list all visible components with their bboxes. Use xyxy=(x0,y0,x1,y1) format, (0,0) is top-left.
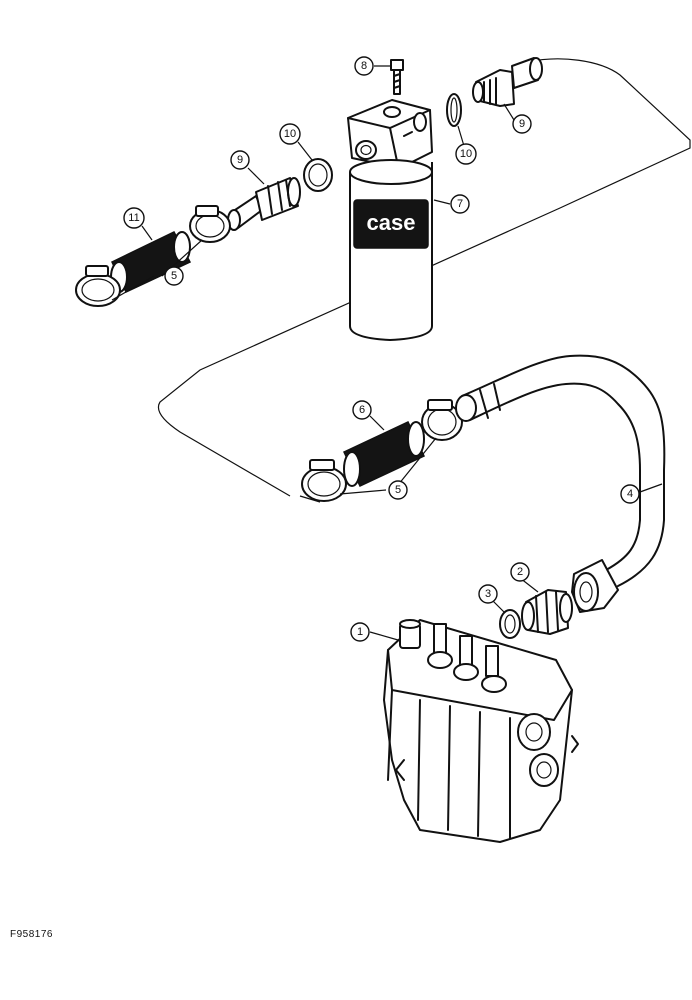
formed-tube xyxy=(455,354,666,587)
svg-text:4: 4 xyxy=(627,488,633,500)
clamp-upper-right xyxy=(189,205,231,243)
o-ring-left xyxy=(303,158,333,192)
svg-text:1: 1 xyxy=(357,626,363,638)
svg-text:8: 8 xyxy=(361,60,367,72)
svg-text:10: 10 xyxy=(284,128,296,140)
leader-9-right xyxy=(503,103,515,121)
filter-head xyxy=(347,99,433,169)
callout-8: 8 xyxy=(354,56,374,76)
leader-6 xyxy=(369,415,385,431)
svg-text:10: 10 xyxy=(460,148,472,160)
svg-text:3: 3 xyxy=(485,588,491,600)
clamp-lower-right xyxy=(421,399,463,441)
case-logo: case xyxy=(367,210,416,235)
svg-text:7: 7 xyxy=(457,198,463,210)
callout-10-right: 10 xyxy=(455,143,477,165)
callout-9-right: 9 xyxy=(512,114,532,134)
callout-6: 6 xyxy=(352,400,372,420)
bolt xyxy=(390,59,404,95)
leader-4 xyxy=(639,483,663,493)
routing-line-upper xyxy=(157,58,691,497)
callout-4: 4 xyxy=(620,484,640,504)
callout-5-lower: 5 xyxy=(388,480,408,500)
callout-10-left: 10 xyxy=(279,123,301,145)
svg-text:5: 5 xyxy=(395,484,401,496)
leader-10-right xyxy=(457,125,465,147)
callout-11: 11 xyxy=(123,207,145,229)
leader-1 xyxy=(369,631,399,641)
callout-5-upper: 5 xyxy=(164,266,184,286)
svg-text:2: 2 xyxy=(517,566,523,578)
svg-text:11: 11 xyxy=(128,212,139,224)
valve-fitting xyxy=(521,589,573,635)
svg-text:6: 6 xyxy=(359,404,365,416)
figure-id: F958176 xyxy=(10,929,53,940)
leader-10-left xyxy=(297,141,313,161)
leader-11 xyxy=(141,225,153,241)
callout-2: 2 xyxy=(510,562,530,582)
clamp-upper-left xyxy=(75,265,121,307)
hose-lower xyxy=(343,421,425,487)
control-valve xyxy=(383,619,579,843)
svg-text:5: 5 xyxy=(171,270,177,282)
tube-nut xyxy=(571,559,619,613)
svg-text:9: 9 xyxy=(519,118,525,130)
fitting-right xyxy=(472,57,543,107)
svg-text:9: 9 xyxy=(237,154,243,166)
filter-canister: case xyxy=(349,159,433,341)
leader-9-left xyxy=(247,167,265,185)
callout-9-left: 9 xyxy=(230,150,250,170)
fitting-left xyxy=(227,177,301,231)
case-logo-panel xyxy=(353,199,429,249)
o-ring-right xyxy=(446,93,462,127)
clamp-lower-left xyxy=(301,459,347,502)
callout-7: 7 xyxy=(450,194,470,214)
callout-3: 3 xyxy=(478,584,498,604)
leader-7 xyxy=(433,199,451,205)
o-ring-valve xyxy=(499,609,521,639)
callout-1: 1 xyxy=(350,622,370,642)
